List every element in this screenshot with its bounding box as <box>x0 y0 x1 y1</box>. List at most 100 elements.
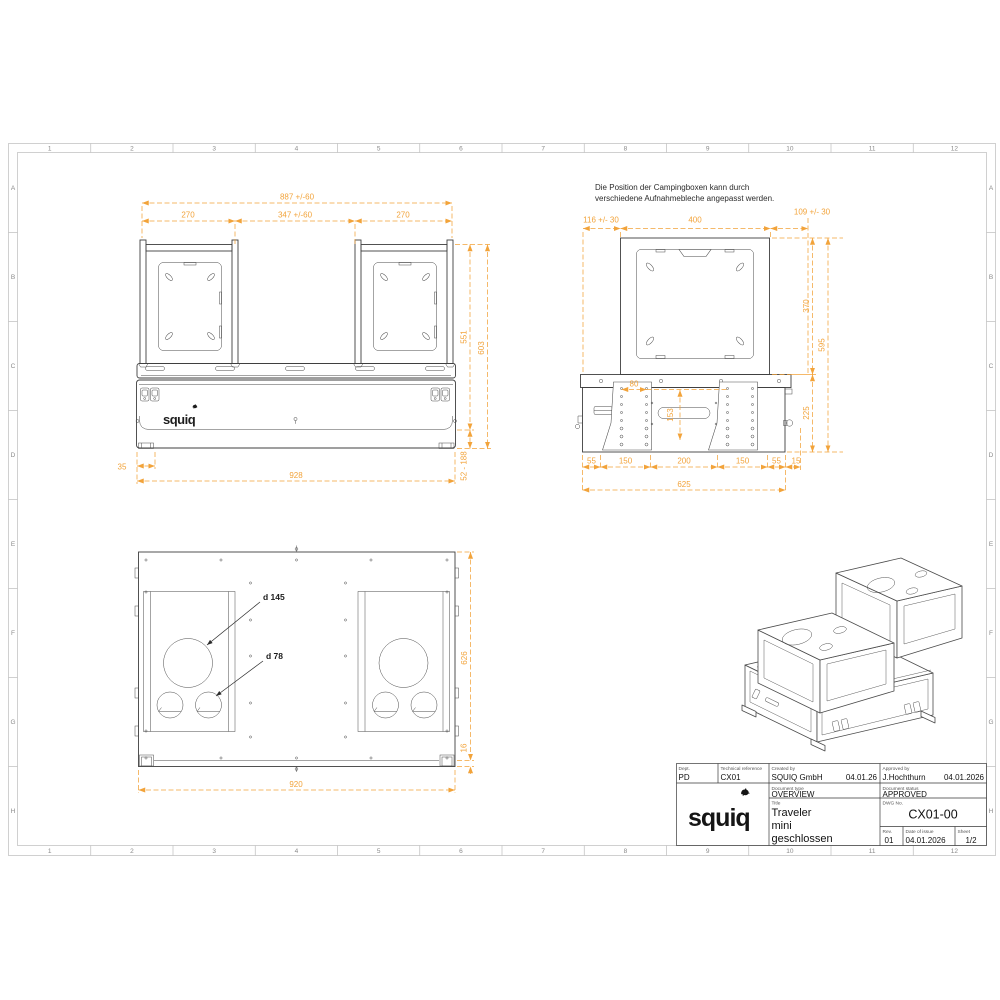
document-type-value: OVERVIEW <box>772 790 815 799</box>
screw-dot <box>144 590 148 594</box>
grid-row-label: C <box>11 363 16 370</box>
screw-dot <box>295 756 298 760</box>
screw-dot <box>445 756 449 760</box>
grid-row-label: B <box>989 274 993 281</box>
dim-side-base-width: 625 <box>677 480 691 489</box>
front-view-dimensions: 887 +/-60 270 347 +/-60 270 551 603 52 -… <box>118 193 491 484</box>
grid-col-label: 8 <box>624 848 628 855</box>
plate-hole <box>645 403 648 406</box>
camping-box-front-left <box>139 239 239 364</box>
screw-dot <box>144 729 148 733</box>
dim-side-base-height: 225 <box>802 406 811 420</box>
grid-row-label: F <box>989 630 993 637</box>
plate-hole <box>751 411 754 414</box>
dim-top-bottom-edge: 16 <box>460 743 469 752</box>
created-date: 04.01.26 <box>846 773 878 782</box>
latch <box>140 387 150 402</box>
dim-front-seg-left: 270 <box>181 211 195 220</box>
note-line-2: verschiedene Aufnahmebleche angepasst we… <box>595 194 774 203</box>
screw-dot <box>249 654 252 658</box>
screw-dot <box>445 590 449 594</box>
grid-row-label: F <box>11 630 15 637</box>
grid-col-label: 4 <box>295 848 299 855</box>
title-block: Dept. PD Technical reference CX01 Create… <box>676 763 987 846</box>
screw-dot <box>344 735 347 739</box>
bird-icon <box>741 788 751 797</box>
dwg-no-value: CX01-00 <box>908 808 957 822</box>
title-line-2: mini <box>772 820 792 832</box>
dim-side-total-height: 595 <box>818 338 827 352</box>
screw-dot <box>249 735 252 739</box>
plate-hole <box>644 442 649 447</box>
dim-front-seg-center: 347 +/-60 <box>278 211 313 220</box>
grid-col-label: 2 <box>130 848 134 855</box>
cutout-panel-left <box>143 591 236 732</box>
hole-small <box>156 691 184 719</box>
grid-col-label: 12 <box>951 146 959 153</box>
hole-large <box>378 638 429 688</box>
grid-col-label: 12 <box>951 848 959 855</box>
grid-col-label: 2 <box>130 146 134 153</box>
dim-front-seg-right: 270 <box>396 211 410 220</box>
dim-front-foot-range: 52 - 188 <box>460 451 469 481</box>
dim-side-offset-left: 116 +/- 30 <box>583 216 619 225</box>
label-hole-large: d 145 <box>263 592 285 602</box>
dim-side-hole-spacing: 80 <box>630 380 639 389</box>
plate-hole <box>620 403 623 406</box>
dim-side-seg4: 150 <box>736 457 750 466</box>
dim-side-box-height: 370 <box>802 299 811 313</box>
dim-side-seg2: 150 <box>619 457 633 466</box>
grid-row-label: B <box>11 274 15 281</box>
dim-side-offset-right: 109 +/- 30 <box>794 208 831 217</box>
base-case-side <box>575 374 793 453</box>
dim-side-seg5: 55 <box>772 457 781 466</box>
title-line-1: Traveler <box>772 807 812 819</box>
document-type-label: Document type <box>772 786 805 792</box>
grid-col-label: 6 <box>459 146 463 153</box>
mounting-plate-holes <box>619 387 755 447</box>
screw-dot <box>295 558 298 562</box>
screw-dot <box>344 618 347 622</box>
sheet-value: 1/2 <box>965 836 977 845</box>
grid-row-label: G <box>10 719 15 726</box>
latch <box>150 387 160 402</box>
grid-col-label: 1 <box>48 848 52 855</box>
created-by-value: SQUIQ GmbH <box>772 773 823 782</box>
grid-row-label: D <box>11 452 16 459</box>
plate-hole <box>725 434 730 439</box>
created-by-label: Created by <box>772 766 796 772</box>
screw-dot <box>445 558 449 562</box>
grid-row-label: D <box>989 452 994 459</box>
grid-col-label: 9 <box>706 848 710 855</box>
plate-hole <box>644 434 649 439</box>
dim-top-depth: 626 <box>460 651 469 665</box>
grid-col-label: 3 <box>212 848 216 855</box>
title-line-3: geschlossen <box>772 833 833 845</box>
grid-row-label: E <box>989 541 994 548</box>
edge-connector-tabs <box>134 567 459 737</box>
top-view-dimensions: 626 16 920 <box>138 551 474 793</box>
screw-dot <box>219 756 223 760</box>
grid-col-label: 9 <box>706 146 710 153</box>
dept-value: PD <box>679 773 690 782</box>
base-case-front: squiq <box>135 379 457 449</box>
title-label: Title <box>772 801 781 807</box>
grid-row-label: E <box>11 541 16 548</box>
plate-hole <box>644 426 649 431</box>
plate-hole <box>620 419 623 422</box>
plate-hole <box>750 426 755 431</box>
grid-row-label: A <box>989 185 994 192</box>
isometric-view <box>741 557 963 752</box>
plate-hole <box>619 442 624 447</box>
screw-dot <box>344 654 347 658</box>
plate-hole <box>726 411 729 414</box>
screw-dot <box>249 618 252 622</box>
screw-dot <box>369 558 373 562</box>
hole-large <box>163 638 213 688</box>
plate-hole <box>751 403 754 406</box>
plate-hole <box>645 411 648 414</box>
plate-hole <box>751 387 754 390</box>
side-view-dimensions: 116 +/- 30 400 109 +/- 30 370 225 595 80… <box>582 208 843 493</box>
brand-logo-title-block: squiq <box>688 788 751 832</box>
